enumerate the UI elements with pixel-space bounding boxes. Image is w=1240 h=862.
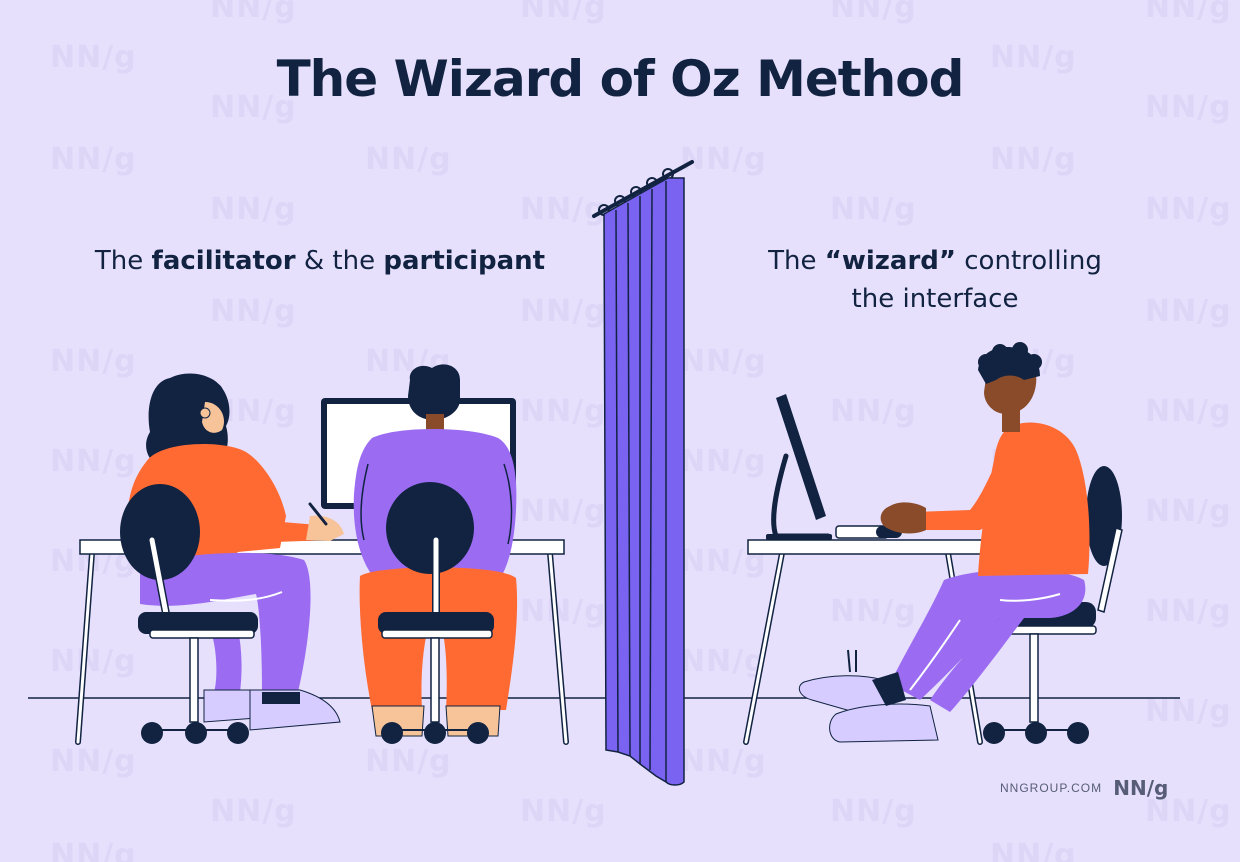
watermark: NN/g [680,744,767,779]
watermark: NN/g [1145,0,1232,25]
watermark: NN/g [830,794,917,829]
wizard-figure [798,342,1090,743]
watermark: NN/g [520,0,607,25]
watermark: NN/g [1145,594,1232,629]
watermark: NN/g [680,344,767,379]
wizard-monitor-icon [766,394,832,540]
watermark: NN/g [50,344,137,379]
watermark: NN/g [210,0,297,25]
watermark: NN/g [520,494,607,529]
brand-footer: NNGROUP.COM NN/g [1000,776,1185,806]
caption-facilitator-participant: The facilitator & the participant [40,242,600,280]
watermark: NN/g [365,142,452,177]
watermark: NN/g [830,594,917,629]
caption-emphasis-wizard: “wizard” [824,246,956,276]
caption-emphasis-facilitator: facilitator [151,246,296,276]
watermark: NN/g [50,142,137,177]
watermark: NN/g [990,40,1077,75]
caption-text: The [768,246,825,276]
watermark: NN/g [210,90,297,125]
watermark: NN/g [990,838,1077,862]
watermark: NN/g [210,192,297,227]
watermark: NN/g [1145,394,1232,429]
watermark: NN/g [1145,794,1232,829]
caption-text: controlling [956,246,1102,276]
watermark: NN/g [1145,694,1232,729]
watermark: NN/g [50,744,137,779]
brand-url[interactable]: NNGROUP.COM [1000,781,1103,795]
watermark: NN/g [520,394,607,429]
curtain-icon [592,160,694,786]
watermark: NN/g [830,394,917,429]
watermark: NN/g [50,838,137,862]
watermark: NN/g [680,142,767,177]
watermark: NN/g [1145,494,1232,529]
watermark: NN/g [50,644,137,679]
caption-emphasis-participant: participant [383,246,546,276]
watermark: NN/g [1145,192,1232,227]
participant-chair [378,482,494,744]
caption-text: & the [295,246,384,276]
watermark: NN/g [830,192,917,227]
watermark: NN/g [680,444,767,479]
watermark: NN/g [1145,294,1232,329]
watermark: NN/g [210,294,297,329]
caption-text: The [94,246,152,276]
watermark: NN/g [365,744,452,779]
watermark: NN/g [1145,90,1232,125]
watermark: NN/g [50,444,137,479]
watermark: NN/g [520,794,607,829]
facilitator-chair [120,484,258,744]
watermark: NN/g [680,644,767,679]
caption-line-2: the interface [851,284,1019,314]
watermark: NN/g [830,0,917,25]
page-title: The Wizard of Oz Method [276,50,965,108]
watermark: NN/g [990,142,1077,177]
watermark: NN/g [50,40,137,75]
watermark: NN/g [210,794,297,829]
watermark: NN/g [520,192,607,227]
nng-logo: NN/g [1113,776,1169,800]
watermark: NN/g [520,594,607,629]
caption-line-1: The “wizard” controlling [700,242,1170,280]
watermark: NN/g [520,294,607,329]
caption-wizard: The “wizard” controlling the interface [700,242,1170,318]
